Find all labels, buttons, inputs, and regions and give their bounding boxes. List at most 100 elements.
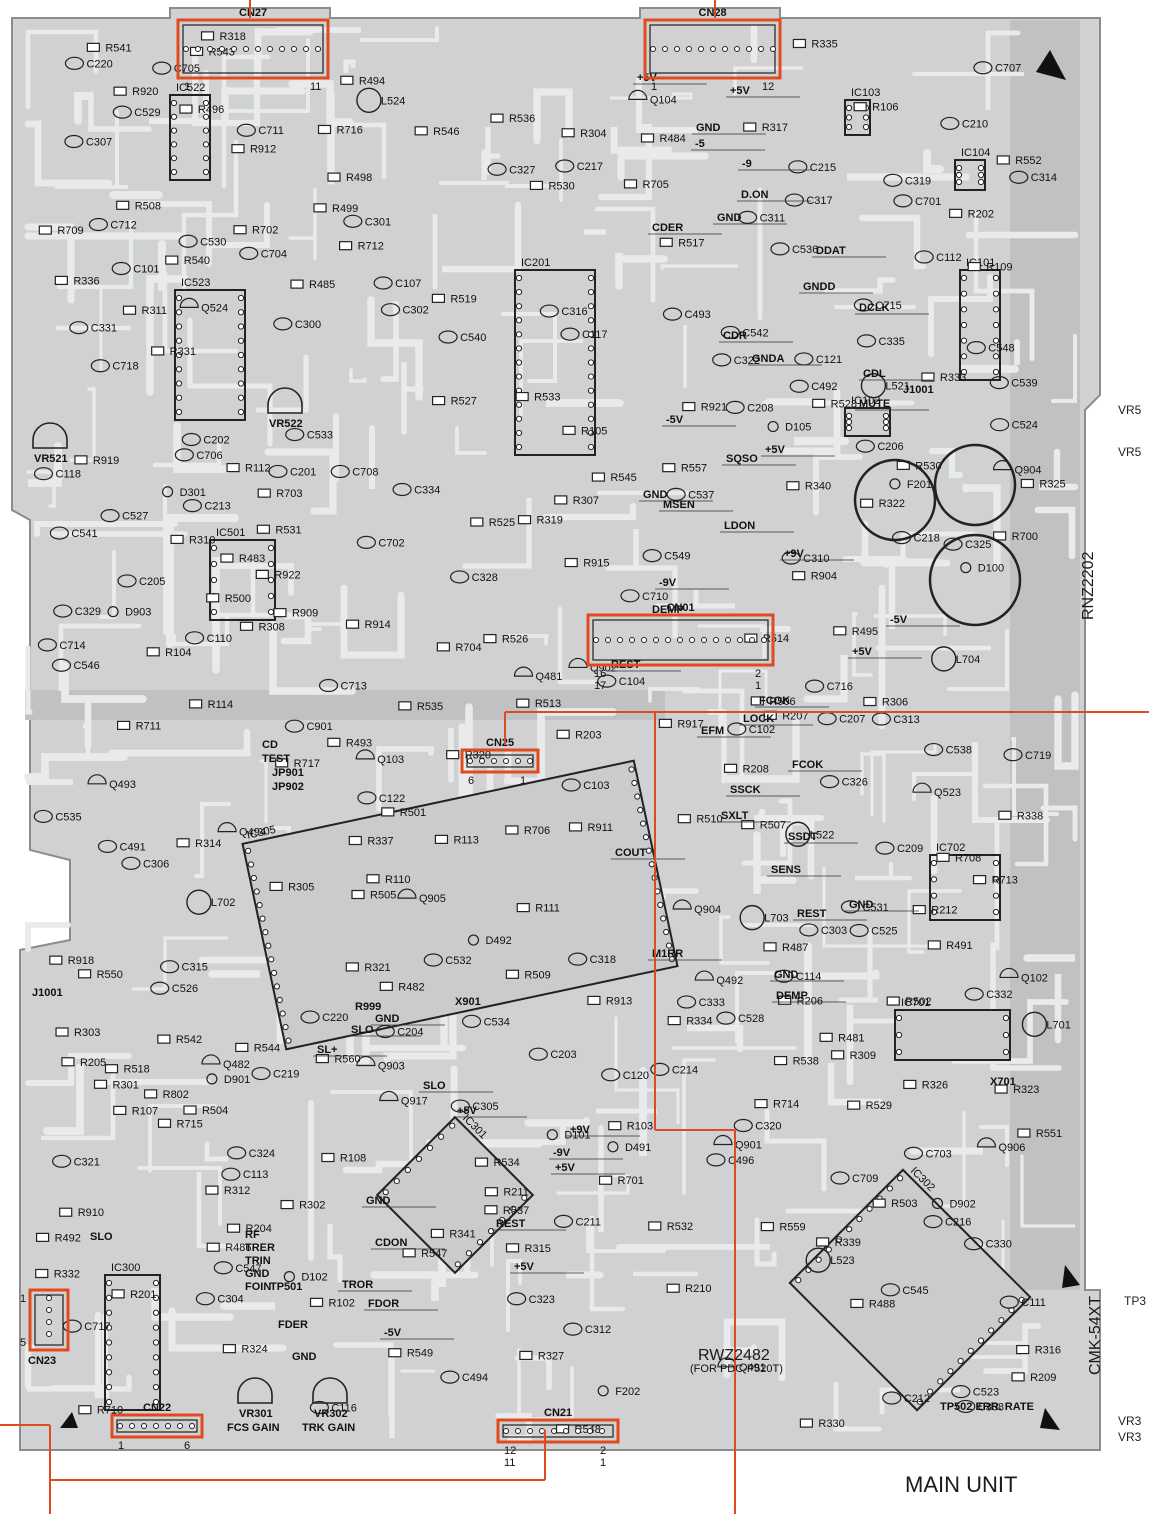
- part-label: C528: [738, 1013, 764, 1025]
- part-c714: C714: [37, 638, 86, 652]
- part-label: C314: [1031, 172, 1057, 184]
- part-label: R317: [762, 122, 788, 134]
- pcb-trace: [859, 558, 896, 629]
- part-c335: C335: [856, 334, 905, 348]
- connector-label: CN23: [28, 1355, 56, 1367]
- part-label: C307: [86, 137, 112, 149]
- part-label: R112: [245, 463, 270, 475]
- part-label: C702: [378, 537, 404, 549]
- part-label: R303: [74, 1027, 100, 1039]
- part-c205: C205: [117, 574, 165, 588]
- part-label: R542: [176, 1034, 202, 1046]
- part-r552: R552: [996, 155, 1042, 167]
- part-r485: R485: [290, 279, 335, 291]
- part-d100: D100: [960, 562, 1004, 575]
- pcb-trace: [838, 928, 878, 1003]
- part-label: R110: [385, 874, 410, 886]
- part-label: C532: [445, 955, 471, 967]
- part-label: R708: [955, 852, 981, 864]
- pcb-trace: [1039, 448, 1079, 491]
- part-r109: R109: [967, 262, 1013, 274]
- part-q103: Q103: [355, 749, 404, 766]
- pcb-trace: [26, 470, 56, 508]
- part-c328: C328: [449, 570, 498, 584]
- part-c327: C327: [487, 162, 535, 176]
- part-c310: C310: [781, 551, 829, 565]
- part-c534: C534: [461, 1014, 510, 1028]
- part-label: C215: [810, 162, 836, 174]
- part-c547: C547: [213, 1261, 262, 1275]
- part-label: C716: [827, 681, 853, 693]
- part-label: C526: [172, 983, 198, 995]
- part-l704: L704: [931, 646, 980, 672]
- pcb-trace: [55, 110, 128, 189]
- part-label: R212: [931, 905, 957, 917]
- part-c202: C202: [181, 432, 230, 447]
- part-label: R547: [421, 1248, 447, 1260]
- pcb-trace: [508, 634, 549, 646]
- connector-pin-number: 2: [755, 668, 761, 680]
- part-label: R912: [250, 144, 276, 156]
- part-label: R109: [986, 262, 1012, 274]
- net-label: +5V: [730, 85, 751, 97]
- part-label: C103: [583, 780, 609, 792]
- pcb-trace: [1034, 506, 1076, 560]
- part-label: R491: [946, 940, 972, 952]
- edge-label-vr3-b: VR3: [1118, 1430, 1142, 1444]
- part-label: C705: [174, 63, 200, 75]
- parts-layer: L521C533R543C531R537R541L523C529R530C527…: [33, 31, 1071, 1436]
- part-c329: C329: [53, 604, 101, 618]
- net-label: DEMP: [652, 604, 684, 616]
- part-r104: R104: [146, 647, 191, 659]
- part-label: R318: [220, 31, 246, 43]
- pcb-trace: [450, 1065, 543, 1148]
- part-c318: C318: [568, 952, 616, 966]
- part-label: R312: [224, 1185, 250, 1197]
- part-label: R532: [667, 1221, 693, 1233]
- pcb-trace: [82, 698, 92, 750]
- part-r492: R492: [35, 1232, 81, 1244]
- part-r517: R517: [659, 237, 705, 249]
- part-c117: C117: [560, 327, 607, 341]
- pcb-trace: [542, 502, 637, 521]
- part-label: C549: [664, 551, 690, 563]
- part-c548: C548: [966, 341, 1015, 355]
- part-r325: R325: [1020, 478, 1066, 490]
- part-c325: C325: [943, 537, 991, 551]
- pcb-trace: [99, 550, 116, 619]
- part-r208: R208: [723, 763, 769, 775]
- part-r518: R518: [104, 1064, 150, 1076]
- part-r531: R531: [256, 524, 302, 536]
- connector-pin-number: 12: [762, 81, 774, 93]
- pcb-trace: [131, 936, 229, 991]
- part-label: R504: [202, 1105, 228, 1117]
- pcb-trace: [264, 448, 337, 515]
- part-c220: C220: [64, 56, 113, 70]
- part-label: F201: [907, 479, 932, 491]
- pcb-trace: [280, 612, 312, 645]
- part-r211: R211: [484, 1187, 529, 1199]
- part-label: R551: [1036, 1128, 1062, 1140]
- part-c321: C321: [52, 1154, 100, 1168]
- net-label: SL+: [317, 1044, 337, 1056]
- part-label: R331: [170, 346, 196, 358]
- pcb-trace: [741, 798, 793, 866]
- part-r327: R327: [519, 1350, 564, 1362]
- part-c120: C120: [601, 1068, 649, 1082]
- pcb-trace: [823, 277, 896, 294]
- net-label: SLO: [423, 1080, 446, 1092]
- part-label: R909: [292, 608, 318, 620]
- part-r309: R309: [831, 1050, 876, 1062]
- net-label: +5V: [765, 444, 786, 456]
- part-f201: F201: [889, 478, 932, 491]
- connector-pin-number: 6: [468, 775, 474, 787]
- pcb-trace: [900, 531, 977, 564]
- part-label: R533: [534, 392, 560, 404]
- electrolytic-capacitor: [853, 458, 937, 542]
- pcb-trace: [173, 422, 232, 473]
- part-r529: R529: [847, 1100, 892, 1112]
- ic-label: IC522: [176, 82, 205, 94]
- part-c303: C303: [799, 923, 847, 937]
- pcb-trace: [88, 91, 152, 132]
- part-r914: R914: [345, 619, 391, 631]
